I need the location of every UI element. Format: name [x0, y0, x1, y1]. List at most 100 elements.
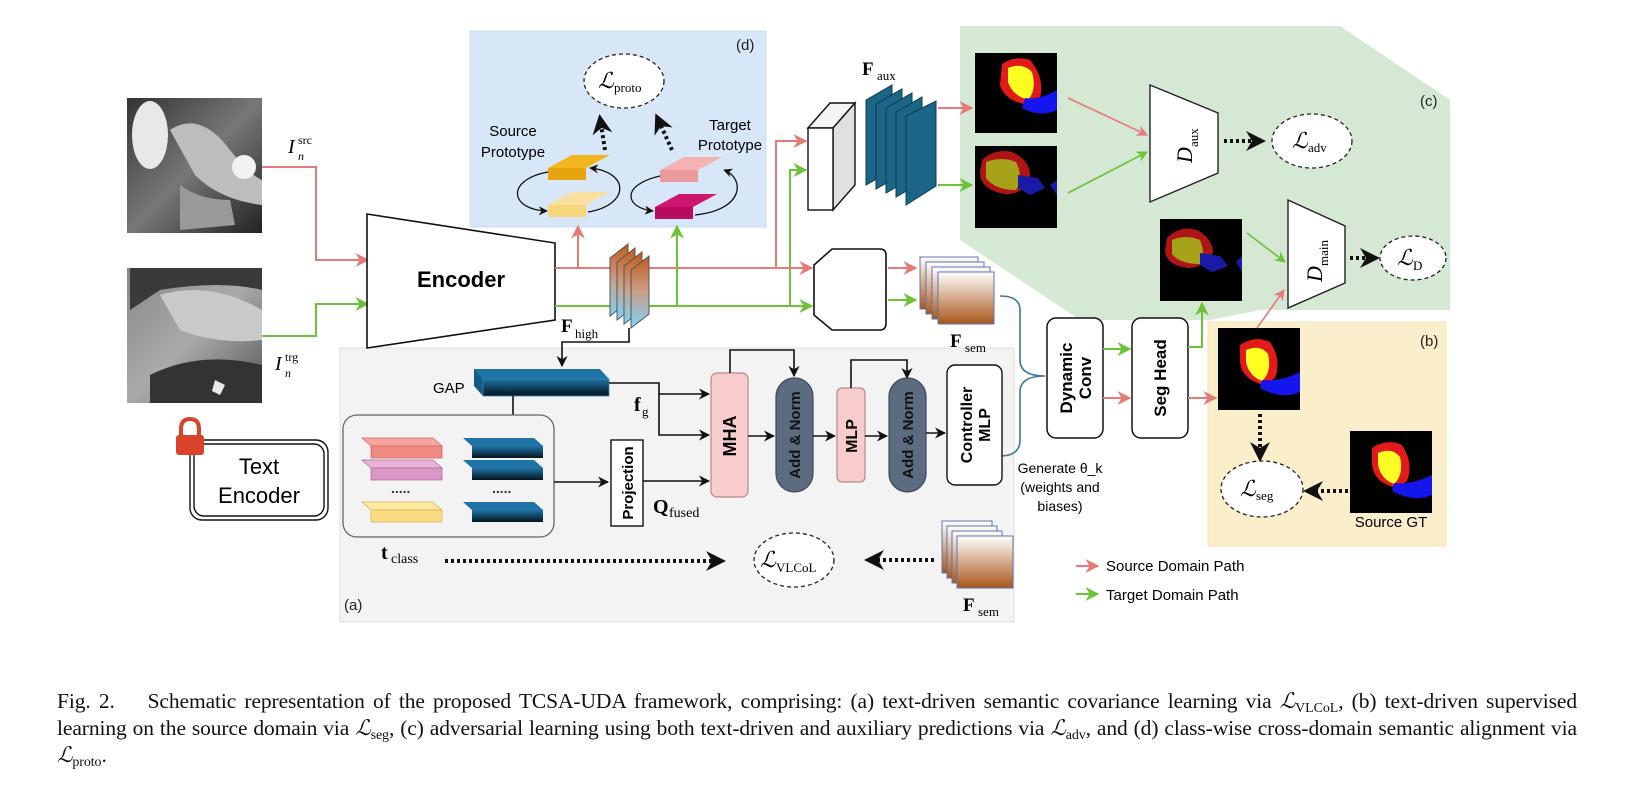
svg-text:ℒ: ℒ [598, 68, 615, 93]
svg-text:seg: seg [1256, 488, 1274, 503]
add-norm-2-block [888, 377, 927, 493]
mlp-skip-connection [850, 359, 913, 388]
target-prototype-bars [630, 157, 738, 219]
f-high-label: F high [561, 316, 599, 341]
svg-text:ℒ: ℒ [1240, 476, 1257, 501]
svg-text:VLCoL: VLCoL [776, 560, 817, 575]
f-high-to-gap-arrow [556, 328, 630, 368]
svg-text:Text: Text [239, 454, 279, 479]
loss-d-label: ℒ D [1397, 245, 1422, 273]
text-class-embeddings [360, 437, 444, 523]
target-to-aux-conv-arrow [789, 163, 808, 306]
legend-target-label: Target Domain Path [1106, 587, 1239, 604]
source-gt-label: Source GT [1355, 514, 1428, 531]
gap-to-mha-arrow-1 [609, 382, 711, 400]
svg-text:ℒ: ℒ [760, 547, 777, 572]
add-norm-1-label: Add & Norm [787, 391, 804, 479]
projection-block [610, 439, 644, 527]
add-norm-1-block [775, 377, 814, 493]
loss-adv-node [1271, 113, 1353, 169]
figure-caption: Fig. 2. Schematic representation of the … [57, 688, 1577, 770]
svg-text:Controller: Controller [959, 387, 976, 463]
loss-seg-label: ℒ seg [1240, 476, 1274, 503]
svg-text:ℒ: ℒ [1397, 245, 1414, 270]
source-prototype-bars [516, 155, 621, 217]
svg-text:main: main [1316, 240, 1331, 266]
dynamic-conv-block [1046, 317, 1104, 439]
f-aux-label: F aux [862, 59, 896, 83]
source-prediction-map [1218, 328, 1300, 410]
svg-text:Encoder: Encoder [218, 483, 300, 508]
source-gt-map [1350, 431, 1432, 513]
dynamic-conv-label: Dynamic Conv [1057, 343, 1095, 414]
caption-text-3: , (c) adversarial learning using both te… [388, 716, 1051, 740]
controller-mlp-block [946, 364, 1003, 486]
gap-feature-bar [474, 369, 610, 397]
svg-text:proto: proto [614, 80, 641, 95]
svg-text:g: g [642, 404, 649, 419]
caption-loss-seg: ℒ [355, 716, 371, 740]
svg-text:aux: aux [877, 68, 896, 83]
caption-loss-vlcol-sub: VLCoL [1295, 701, 1339, 716]
source-to-aux-conv-arrow [775, 134, 808, 268]
svg-text:n: n [285, 366, 291, 380]
source-input-arrow [262, 166, 370, 267]
svg-text:sem: sem [978, 604, 999, 619]
panel-c-label: (c) [1420, 93, 1438, 110]
svg-text:F: F [963, 595, 975, 616]
projection-label: Projection [620, 446, 637, 519]
svg-text:ℒ: ℒ [1292, 128, 1309, 153]
loss-d-node [1379, 235, 1447, 281]
svg-text:sem: sem [965, 340, 986, 355]
svg-text:D: D [1302, 266, 1327, 283]
seg-head-block [1131, 317, 1189, 439]
target-mri-image [127, 268, 262, 403]
loss-proto-node [583, 53, 665, 109]
target-proto-dotted-arrow [654, 113, 674, 151]
q-fused-label: Q fused [653, 496, 699, 521]
f-aux-feature-stack [865, 84, 937, 206]
svg-text:I: I [274, 353, 283, 375]
f-sem-label: F sem [950, 331, 986, 355]
caption-loss-proto: ℒ [57, 743, 73, 767]
svg-text:F: F [561, 316, 573, 337]
source-proto-dotted-arrow [592, 114, 613, 151]
d-main-discriminator [1287, 198, 1346, 310]
svg-text:Target: Target [709, 117, 752, 134]
d-aux-label: D aux [1172, 128, 1201, 164]
aux-target-to-d-aux-arrow [1067, 151, 1148, 194]
svg-text:t: t [381, 542, 388, 564]
main-target-prediction-map [1160, 219, 1242, 301]
encoder-label: Encoder [417, 267, 505, 292]
svg-text:biases): biases) [1037, 498, 1082, 514]
target-image-label: I trg n [274, 350, 298, 380]
loss-vlcol-label: ℒ VLCoL [760, 547, 817, 575]
svg-text:class: class [391, 552, 418, 567]
svg-text:f: f [634, 394, 641, 416]
svg-text:Conv: Conv [1076, 356, 1095, 399]
svg-text:fused: fused [669, 506, 699, 521]
seg-head-label: Seg Head [1151, 339, 1170, 416]
f-sem-bottom-label: F sem [963, 595, 999, 619]
f-high-feature-stack [609, 242, 650, 330]
svg-text:Dynamic: Dynamic [1057, 343, 1076, 414]
target-input-arrow [262, 297, 370, 337]
encoder-block [366, 213, 556, 349]
d-aux-discriminator [1149, 83, 1219, 204]
mha-label: MHA [720, 416, 740, 457]
aux-target-prediction-map [975, 146, 1057, 228]
svg-text:Prototype: Prototype [481, 144, 545, 161]
panel-d-label: (d) [736, 37, 754, 54]
aux-source-prediction-map [975, 53, 1057, 133]
caption-loss-adv: ℒ [1050, 716, 1066, 740]
f-g-label: f g [634, 394, 649, 419]
svg-text:MLP: MLP [977, 408, 994, 442]
svg-text:src: src [298, 133, 312, 147]
svg-text:Generate θ_k: Generate θ_k [1018, 460, 1104, 476]
aux-conv-block [806, 101, 857, 212]
panel-b-label: (b) [1420, 333, 1438, 350]
source-image-label: I src n [287, 133, 312, 163]
text-encoder-block [189, 439, 329, 521]
caption-fig-label: Fig. 2. [57, 689, 115, 713]
sem-decoder-block [813, 248, 887, 331]
